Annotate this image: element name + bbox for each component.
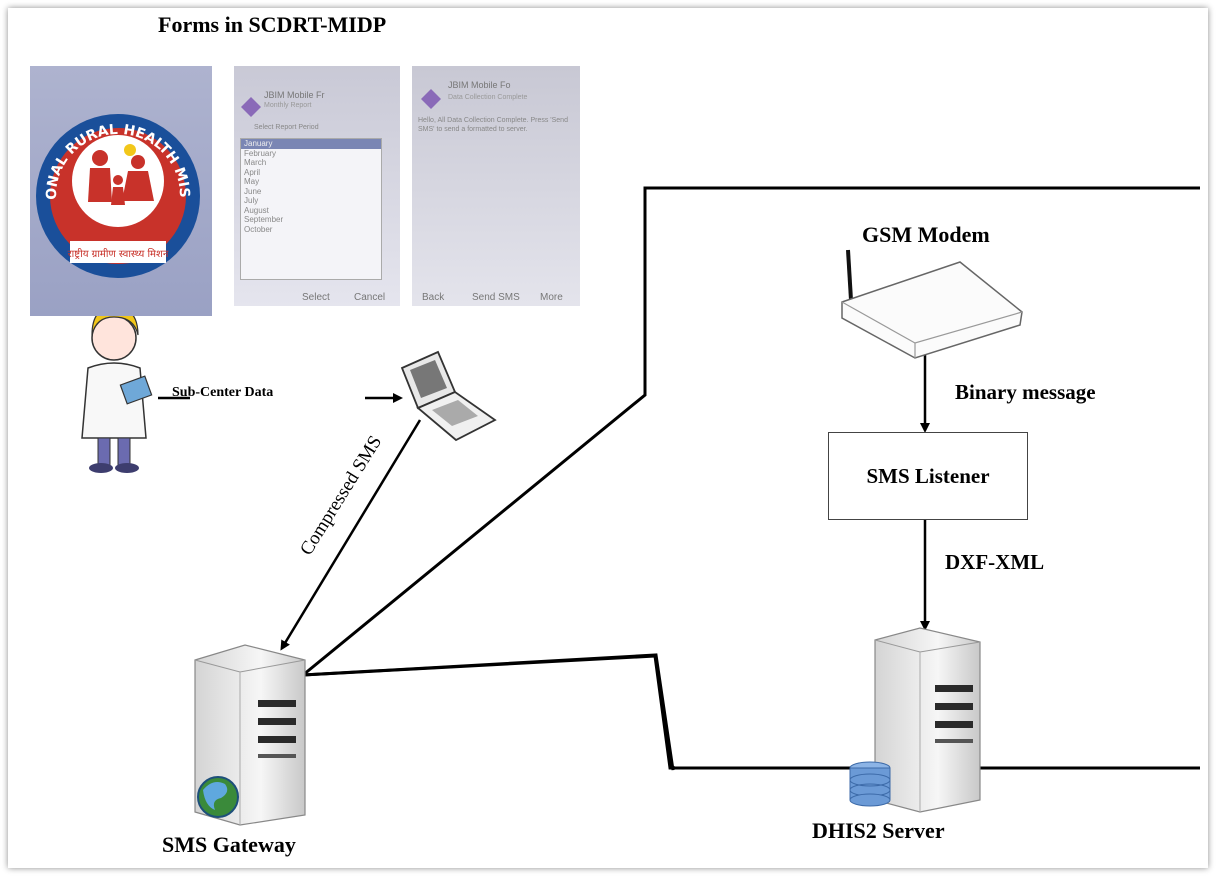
select-softkey[interactable]: Select (302, 292, 330, 303)
phone3-header: JBIM Mobile Fo (448, 80, 511, 90)
binary-message-label: Binary message (955, 380, 1096, 404)
sms-gateway-label: SMS Gateway (162, 832, 296, 857)
phone2-header: JBIM Mobile Fr (264, 90, 325, 100)
cancel-softkey[interactable]: Cancel (354, 292, 386, 303)
list-item[interactable]: June (244, 186, 262, 196)
gsm-modem-label: GSM Modem (862, 222, 990, 247)
list-item[interactable]: August (244, 205, 269, 215)
network-line-upper (302, 186, 1200, 677)
send-sms-softkey[interactable]: Send SMS (472, 292, 520, 303)
list-item[interactable]: January (241, 139, 381, 149)
nrhm-logo-icon: राष्ट्रीय ग्रामीण स्वास्थ्य मिशन NATIONA… (24, 54, 200, 278)
dhis2-server-icon (874, 627, 981, 813)
phone3-subheader: Data Collection Complete (448, 94, 528, 101)
doctor-icon (81, 306, 153, 473)
list-item[interactable]: March (244, 158, 267, 167)
list-item[interactable]: April (244, 167, 261, 177)
database-icon (849, 761, 891, 807)
list-item[interactable]: September (244, 215, 284, 224)
svg-text:राष्ट्रीय ग्रामीण स्वास्थ्य मि: राष्ट्रीय ग्रामीण स्वास्थ्य मिशन (68, 248, 169, 260)
globe-icon (197, 776, 239, 818)
phone2-subheader: Monthly Report (264, 102, 312, 109)
sub-center-data-label: Sub-Center Data (172, 385, 274, 400)
app-diamond-icon (241, 97, 261, 117)
phone2-list-title: Select Report Period (254, 124, 319, 131)
network-line-lower (302, 653, 1200, 771)
month-list[interactable]: January February March April May June Ju… (240, 138, 382, 280)
list-item[interactable]: October (244, 224, 273, 234)
more-softkey[interactable]: More (540, 292, 563, 303)
mobile-phone-icon (400, 350, 497, 442)
network-line-lower-2 (302, 654, 1200, 770)
list-item[interactable]: May (244, 177, 260, 186)
phone-screen-send-sms: JBIM Mobile Fo Data Collection Complete … (412, 66, 580, 306)
list-item[interactable]: February (244, 148, 277, 158)
phone3-message: Hello, All Data Collection Complete. Pre… (418, 117, 568, 133)
sms-listener-box: SMS Listener (828, 432, 1028, 520)
arrow-compressed-sms (280, 419, 422, 651)
nrhm-logo-panel: राष्ट्रीय ग्रामीण स्वास्थ्य मिशन NATIONA… (24, 54, 212, 316)
back-softkey[interactable]: Back (422, 292, 445, 303)
phone-screen-month-select: JBIM Mobile Fr Monthly Report Select Rep… (234, 66, 400, 306)
diagram-title: Forms in SCDRT-MIDP (158, 12, 387, 37)
gsm-modem-icon (841, 249, 1023, 359)
dxf-xml-label: DXF-XML (945, 550, 1045, 574)
app-diamond-icon (421, 89, 441, 109)
list-item[interactable]: July (244, 196, 259, 205)
dhis2-server-label: DHIS2 Server (812, 818, 945, 843)
